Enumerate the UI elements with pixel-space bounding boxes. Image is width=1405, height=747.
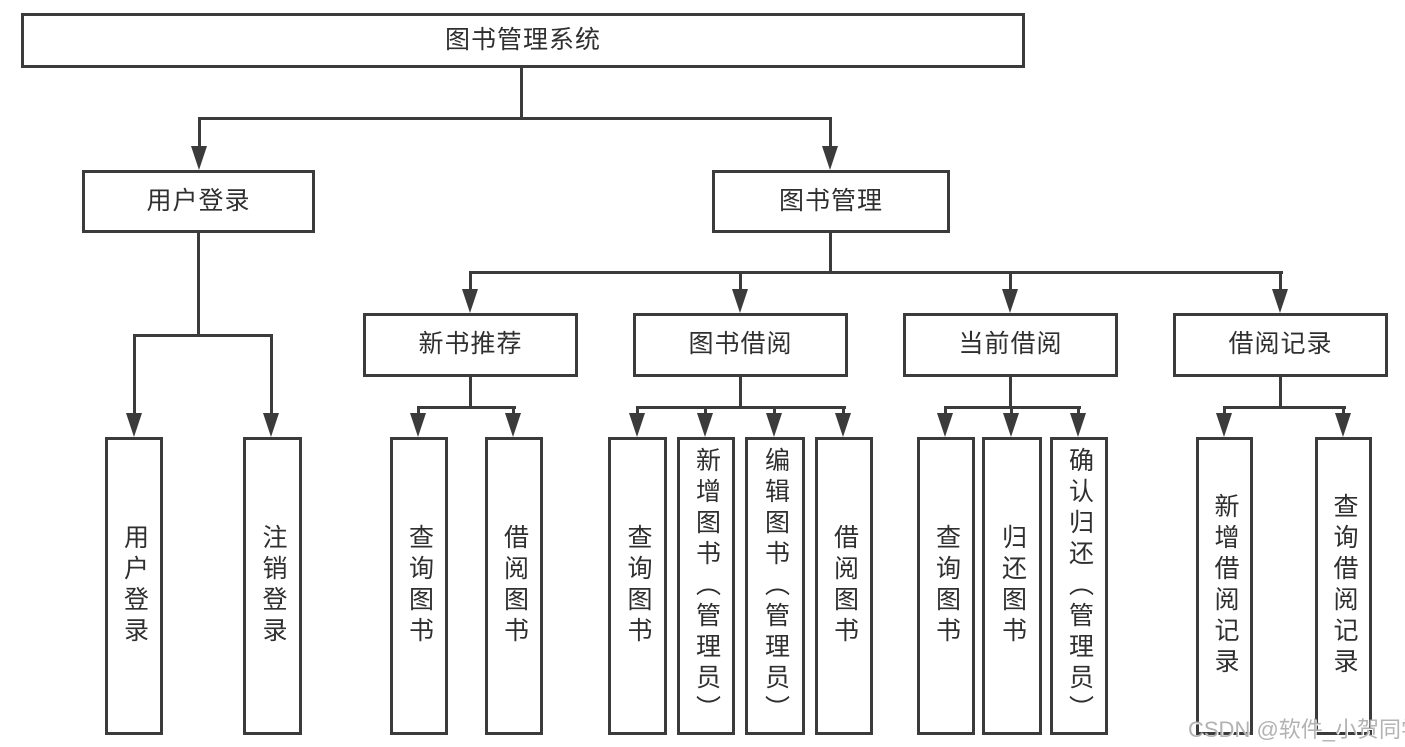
leaf-borrow-books-recommend-label: 借阅图书	[500, 524, 529, 648]
arrow-down-icon	[697, 413, 713, 437]
connector	[1279, 271, 1282, 293]
connector	[636, 406, 639, 416]
arrow-down-icon	[1272, 289, 1288, 313]
node-book-management-label: 图书管理	[778, 186, 883, 215]
node-borrowing-records-label: 借阅记录	[1228, 330, 1333, 359]
connector	[829, 117, 832, 149]
connector	[133, 334, 136, 416]
connector	[512, 406, 515, 416]
watermark: CSDN @软件_小贺同学	[1188, 717, 1405, 742]
connector	[1009, 271, 1012, 293]
arrow-down-icon	[822, 146, 838, 170]
arrow-down-icon	[835, 413, 851, 437]
node-root-label: 图书管理系统	[444, 25, 601, 54]
node-new-book-recommend-label: 新书推荐	[418, 330, 523, 359]
connector	[739, 377, 742, 408]
connector	[520, 68, 523, 118]
connector	[417, 406, 420, 416]
connector	[704, 406, 707, 416]
arrow-down-icon	[1002, 289, 1018, 313]
connector	[636, 406, 846, 409]
arrow-down-icon	[1216, 413, 1232, 437]
node-book-borrowing: 图书借阅	[633, 313, 848, 377]
connector	[198, 117, 832, 120]
arrow-down-icon	[732, 289, 748, 313]
leaf-user-login: 用户登录	[105, 437, 163, 735]
leaf-user-login-label: 用户登录	[120, 524, 149, 648]
arrow-down-icon	[263, 413, 279, 437]
arrow-down-icon	[126, 413, 142, 437]
leaf-edit-book-admin-label: 编辑图书（管理员）	[761, 446, 790, 726]
connector	[773, 406, 776, 416]
arrow-down-icon	[505, 413, 521, 437]
node-borrowing-records: 借阅记录	[1173, 313, 1388, 377]
connector	[739, 271, 742, 293]
connector	[1077, 406, 1080, 416]
connector	[1223, 406, 1346, 409]
connector	[469, 271, 472, 293]
leaf-add-borrow-record-label: 新增借阅记录	[1211, 493, 1239, 679]
connector	[842, 406, 845, 416]
connector	[469, 271, 1283, 274]
node-book-management: 图书管理	[712, 170, 950, 233]
connector	[197, 233, 200, 335]
node-book-borrowing-label: 图书借阅	[688, 330, 793, 359]
arrow-down-icon	[410, 413, 426, 437]
leaf-query-borrow-record: 查询借阅记录	[1315, 437, 1372, 735]
connector	[1279, 377, 1282, 408]
arrow-down-icon	[462, 289, 478, 313]
node-user-login-label: 用户登录	[146, 186, 251, 215]
arrow-down-icon	[937, 413, 953, 437]
connector	[270, 334, 273, 416]
connector	[198, 117, 201, 149]
leaf-borrow-books: 借阅图书	[815, 437, 873, 735]
leaf-borrow-books-label: 借阅图书	[830, 524, 859, 648]
node-new-book-recommend: 新书推荐	[363, 313, 578, 377]
node-current-borrowing-label: 当前借阅	[958, 330, 1063, 359]
leaf-query-books-current-label: 查询图书	[932, 524, 961, 648]
leaf-edit-book-admin: 编辑图书（管理员）	[745, 437, 805, 735]
connector	[944, 406, 947, 416]
connector	[1010, 406, 1013, 416]
arrow-down-icon	[1003, 413, 1019, 437]
leaf-query-books-recommend-label: 查询图书	[405, 524, 434, 648]
leaf-query-books-borrowing-label: 查询图书	[624, 524, 652, 648]
connector	[1342, 406, 1345, 416]
leaf-borrow-books-recommend: 借阅图书	[485, 437, 543, 735]
leaf-confirm-return-admin-label: 确认归还（管理员）	[1065, 446, 1094, 726]
connector	[829, 233, 832, 272]
node-root: 图书管理系统	[21, 13, 1025, 68]
leaf-confirm-return-admin: 确认归还（管理员）	[1050, 437, 1108, 735]
connector	[1009, 377, 1012, 408]
leaf-query-books-current: 查询图书	[917, 437, 975, 735]
arrow-down-icon	[191, 146, 207, 170]
leaf-add-book-admin-label: 新增图书（管理员）	[692, 446, 721, 726]
leaf-query-books-recommend: 查询图书	[390, 437, 448, 735]
arrow-down-icon	[629, 413, 645, 437]
connector	[417, 406, 516, 409]
leaf-return-books: 归还图书	[982, 437, 1042, 735]
arrow-down-icon	[1335, 413, 1351, 437]
leaf-add-borrow-record: 新增借阅记录	[1196, 437, 1253, 735]
arrow-down-icon	[766, 413, 782, 437]
leaf-add-book-admin: 新增图书（管理员）	[677, 437, 735, 735]
node-current-borrowing: 当前借阅	[903, 313, 1118, 377]
node-user-login: 用户登录	[82, 170, 315, 233]
connector	[1223, 406, 1226, 416]
leaf-logout-label: 注销登录	[259, 524, 287, 648]
leaf-query-books-borrowing: 查询图书	[608, 437, 667, 735]
connector	[469, 377, 472, 408]
arrow-down-icon	[1070, 413, 1086, 437]
leaf-return-books-label: 归还图书	[998, 524, 1027, 648]
connector	[133, 334, 273, 337]
leaf-logout: 注销登录	[243, 437, 302, 735]
leaf-query-borrow-record-label: 查询借阅记录	[1330, 493, 1358, 679]
